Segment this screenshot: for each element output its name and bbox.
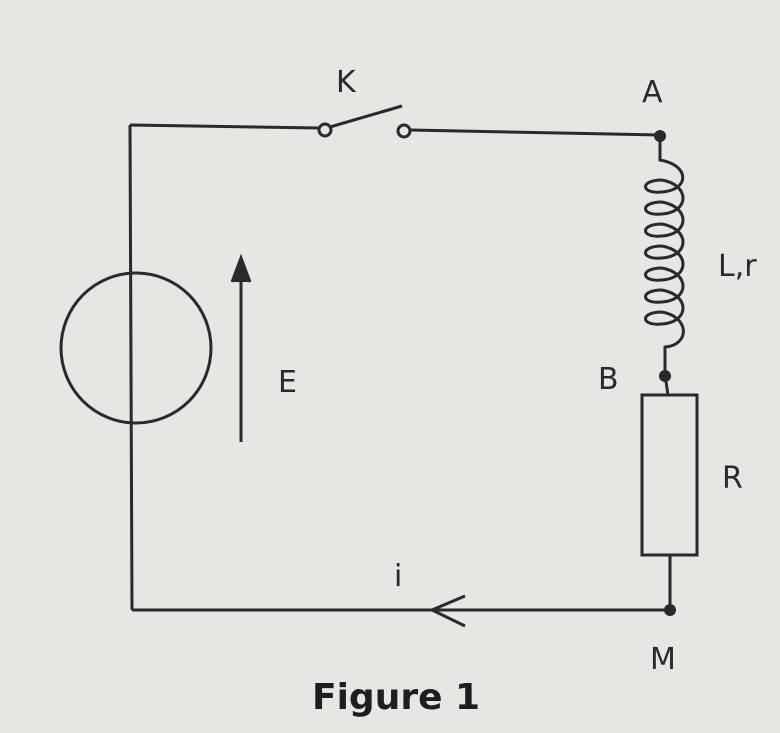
current-arrowhead <box>428 594 466 628</box>
node-a-dot <box>654 130 666 142</box>
label-node-a: A <box>642 75 663 110</box>
label-current: i <box>394 559 403 594</box>
node-b-dot <box>659 370 671 382</box>
wire-left <box>128 124 134 611</box>
label-emf: E <box>278 365 297 400</box>
switch-terminal-right <box>396 123 412 139</box>
voltage-source <box>59 271 213 425</box>
label-inductor: L,r <box>718 249 757 284</box>
label-resistor: R <box>722 461 743 496</box>
label-node-b: B <box>598 362 619 397</box>
wire-top-right <box>409 128 661 137</box>
resistor <box>640 393 699 557</box>
wire-top-left <box>129 123 321 130</box>
switch-lever <box>329 104 403 129</box>
switch-terminal-left <box>317 122 333 138</box>
inductor-coil <box>644 138 685 375</box>
figure-caption: Figure 1 <box>312 677 481 718</box>
node-m-dot <box>664 604 676 616</box>
emf-arrowhead <box>230 253 252 283</box>
label-node-m: M <box>650 642 676 677</box>
label-switch-k: K <box>336 65 356 100</box>
